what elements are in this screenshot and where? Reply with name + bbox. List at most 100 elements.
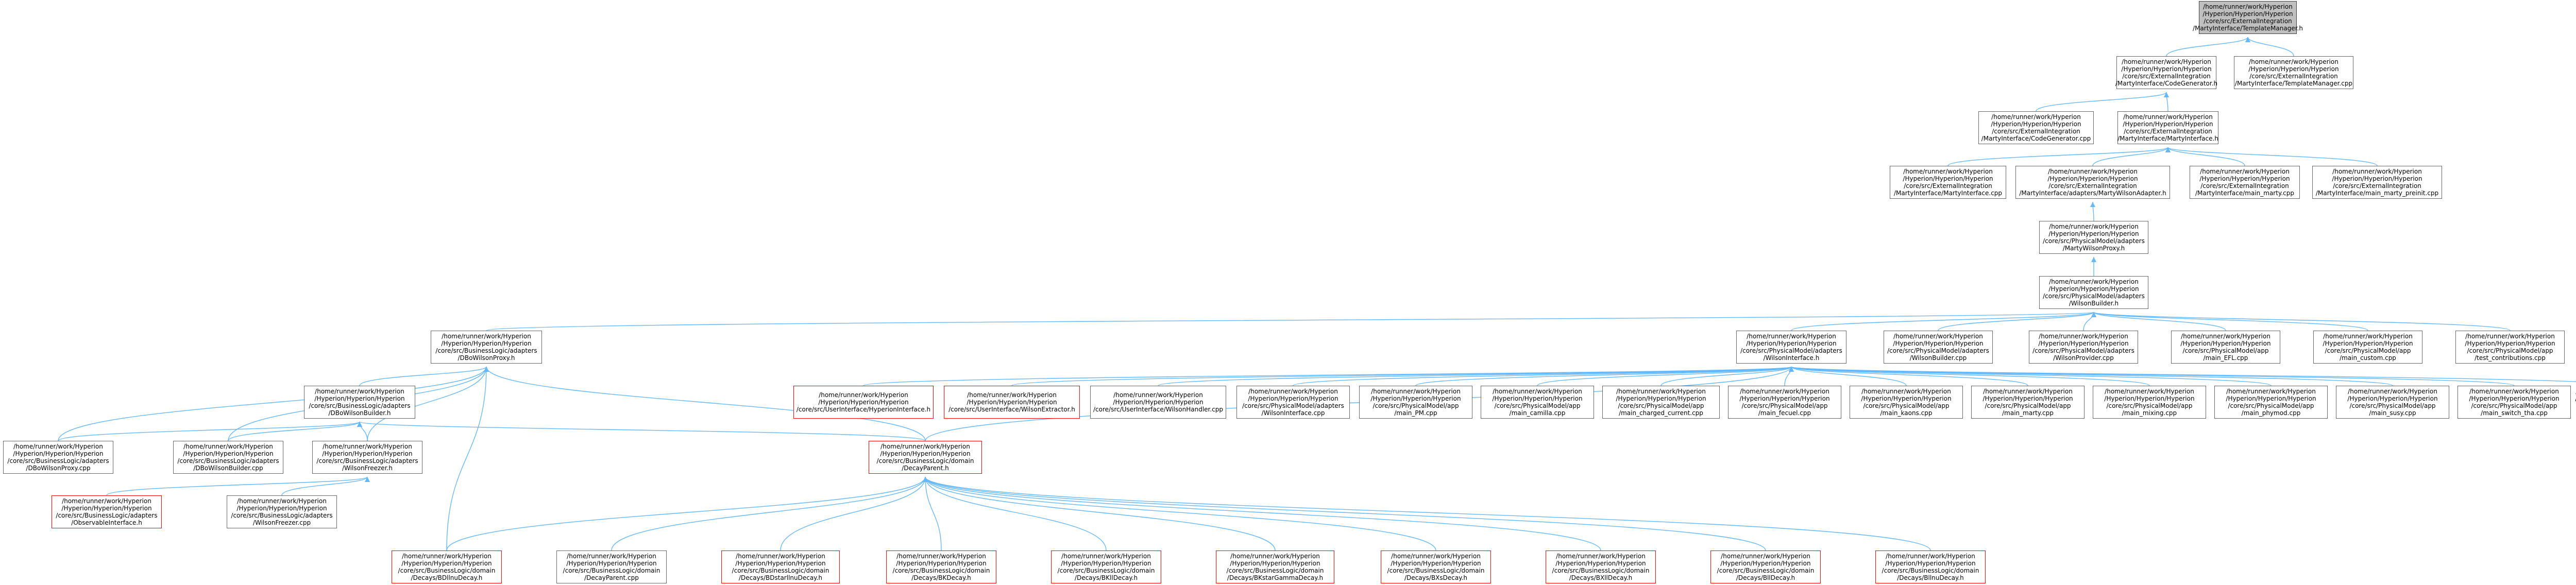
node-label-line: /home/runner/work/Hyperion <box>2203 3 2293 10</box>
node-label-line: /home/runner/work/Hyperion <box>2469 388 2559 395</box>
node-wilsonhandler-cpp[interactable]: /home/runner/work/Hyperion/Hyperion/Hype… <box>1090 386 1226 419</box>
node-bklldecay-h[interactable]: /home/runner/work/Hyperion/Hyperion/Hype… <box>1051 550 1161 583</box>
node-martyinterface-cpp[interactable]: /home/runner/work/Hyperion/Hyperion/Hype… <box>1890 166 2006 199</box>
node-main-charged-current-cpp[interactable]: /home/runner/work/Hyperion/Hyperion/Hype… <box>1602 386 1720 419</box>
node-label-line: /home/runner/work/Hyperion <box>62 497 151 505</box>
node-dbowilsonproxy-cpp[interactable]: /home/runner/work/Hyperion/Hyperion/Hype… <box>3 441 113 474</box>
node-bdllnudecay-h[interactable]: /home/runner/work/Hyperion/Hyperion/Hype… <box>392 550 502 583</box>
node-main-marty-interface-cpp[interactable]: /home/runner/work/Hyperion/Hyperion/Hype… <box>2190 166 2300 199</box>
node-main-switch-tha-cpp[interactable]: /home/runner/work/Hyperion/Hyperion/Hype… <box>2458 386 2571 419</box>
edge-n35-to-n12 <box>58 366 489 441</box>
node-dbowilsonbuilder-h[interactable]: /home/runner/work/Hyperion/Hyperion/Hype… <box>304 386 415 419</box>
node-label-line: /Hyperion/Hyperion/Hyperion <box>1230 560 1320 567</box>
edge-n41-to-n38 <box>446 476 928 551</box>
node-test-contributions-cpp[interactable]: /home/runner/work/Hyperion/Hyperion/Hype… <box>2455 331 2565 364</box>
node-codegenerator-h[interactable]: /home/runner/work/Hyperion/Hyperion/Hype… <box>2115 56 2217 89</box>
node-label-line: /Hyperion/Hyperion/Hyperion <box>2202 10 2293 18</box>
node-main-mixing-cpp[interactable]: /home/runner/work/Hyperion/Hyperion/Hype… <box>2093 386 2206 419</box>
node-label-line: /Hyperion/Hyperion/Hyperion <box>2332 175 2422 182</box>
node-label-line: /Hyperion/Hyperion/Hyperion <box>967 399 1057 406</box>
node-decayparent-cpp[interactable]: /home/runner/work/Hyperion/Hyperion/Hype… <box>556 550 667 583</box>
node-dbowilsonproxy-h[interactable]: /home/runner/work/Hyperion/Hyperion/Hype… <box>431 331 542 364</box>
node-main-custom-cpp[interactable]: /home/runner/work/Hyperion/Hyperion/Hype… <box>2313 331 2422 364</box>
node-label-line: /MartyInterface/main_marty.cpp <box>2195 190 2294 197</box>
edge-n42-to-n38 <box>611 476 928 551</box>
node-label-line: /Hyperion/Hyperion/Hyperion <box>1113 399 1204 406</box>
node-decayparent-h[interactable]: /home/runner/work/Hyperion/Hyperion/Hype… <box>869 441 982 474</box>
node-label-line: /core/src/BusinessLogic/domain <box>892 567 990 574</box>
node-label-line: /main_fecuel.cpp <box>1758 409 1811 417</box>
node-templatemanager-cpp[interactable]: /home/runner/work/Hyperion/Hyperion/Hype… <box>2234 56 2353 89</box>
node-label-line: /Hyperion/Hyperion/Hyperion <box>2323 340 2413 347</box>
node-label-line: /Hyperion/Hyperion/Hyperion <box>735 560 826 567</box>
node-bxlldecay-h[interactable]: /home/runner/work/Hyperion/Hyperion/Hype… <box>1546 550 1656 583</box>
node-label-line: /core/src/ExternalIntegration <box>2249 73 2338 80</box>
node-label-line: /core/src/PhysicalModel/adapters <box>1887 347 1989 354</box>
edge-n41-to-n12 <box>446 366 489 551</box>
node-bxsdecay-h[interactable]: /home/runner/work/Hyperion/Hyperion/Hype… <box>1381 550 1491 583</box>
node-bkstargammadecay-h[interactable]: /home/runner/work/Hyperion/Hyperion/Hype… <box>1216 550 1334 583</box>
node-label-line: /core/src/BusinessLogic/adapters <box>177 457 279 464</box>
node-label-line: /core/src/PhysicalModel/app <box>1741 402 1828 409</box>
node-label-line: /main_phymod.cpp <box>2241 409 2301 417</box>
node-label-line: /home/runner/work/Hyperion <box>2249 58 2338 65</box>
node-main-susy-cpp[interactable]: /home/runner/work/Hyperion/Hyperion/Hype… <box>2336 386 2449 419</box>
node-bkdecay-h[interactable]: /home/runner/work/Hyperion/Hyperion/Hype… <box>886 550 996 583</box>
node-label-line: /core/src/BusinessLogic/domain <box>1552 567 1650 574</box>
node-main-marty-cpp[interactable]: /home/runner/work/Hyperion/Hyperion/Hype… <box>1971 386 2084 419</box>
node-label-line: /Hyperion/Hyperion/Hyperion <box>2180 340 2271 347</box>
node-wilsonbuilder-h[interactable]: /home/runner/work/Hyperion/Hyperion/Hype… <box>2039 276 2148 309</box>
node-label-line: /core/src/BusinessLogic/adapters <box>231 512 333 519</box>
node-label-line: /home/runner/work/Hyperion <box>2049 223 2139 230</box>
node-label-line: /MartyInterface/main_marty_preinit.cpp <box>2315 190 2439 197</box>
node-martywilsonproxy-h[interactable]: /home/runner/work/Hyperion/Hyperion/Hype… <box>2039 221 2148 254</box>
node-wilsonfreezer-cpp[interactable]: /home/runner/work/Hyperion/Hyperion/Hype… <box>227 495 337 528</box>
node-label-line: /home/runner/work/Hyperion <box>967 391 1057 399</box>
node-label-line: /home/runner/work/Hyperion <box>2181 333 2270 340</box>
node-main-pm-cpp[interactable]: /home/runner/work/Hyperion/Hyperion/Hype… <box>1359 386 1472 419</box>
node-wilsonbuilder-cpp[interactable]: /home/runner/work/Hyperion/Hyperion/Hype… <box>1884 331 1993 364</box>
node-wilsonextractor-h[interactable]: /home/runner/work/Hyperion/Hyperion/Hype… <box>944 386 1080 419</box>
node-main-efl-cpp[interactable]: /home/runner/work/Hyperion/Hyperion/Hype… <box>2171 331 2280 364</box>
node-bllnudecay-h[interactable]: /home/runner/work/Hyperion/Hyperion/Hype… <box>1875 550 1986 583</box>
node-bdstarllnudecay-h[interactable]: /home/runner/work/Hyperion/Hyperion/Hype… <box>721 550 840 583</box>
node-hyperioninterface-h[interactable]: /home/runner/work/Hyperion/Hyperion/Hype… <box>793 386 934 419</box>
node-dbowilsonbuilder-cpp[interactable]: /home/runner/work/Hyperion/Hyperion/Hype… <box>173 441 283 474</box>
edge-n9-to-n5 <box>2165 147 2378 166</box>
node-label-line: /home/runner/work/Hyperion <box>2122 58 2211 65</box>
node-label-line: /Hyperion/Hyperion/Hyperion <box>2104 395 2195 402</box>
edge-n4-to-n2 <box>2036 92 2169 112</box>
node-label-line: /main_custom.cpp <box>2340 354 2396 362</box>
node-templatemanager-h[interactable]: /home/runner/work/Hyperion/Hyperion/Hype… <box>2193 1 2303 34</box>
edge-n43-to-n38 <box>780 476 928 551</box>
node-wilsoninterface-cpp[interactable]: /home/runner/work/Hyperion/Hyperion/Hype… <box>1236 386 1350 419</box>
edge-n13-to-n11 <box>1791 312 2096 331</box>
node-observableinterface-h[interactable]: /home/runner/work/Hyperion/Hyperion/Hype… <box>52 495 162 528</box>
node-wilsonfreezer-h[interactable]: /home/runner/work/Hyperion/Hyperion/Hype… <box>312 441 422 474</box>
node-label-line: /home/runner/work/Hyperion <box>237 497 327 505</box>
node-label-line: /home/runner/work/Hyperion <box>1113 391 1203 399</box>
node-label-line: /home/runner/work/Hyperion <box>442 333 531 340</box>
node-label-line: /Hyperion/Hyperion/Hyperion <box>1616 395 1706 402</box>
node-label-line: /home/runner/work/Hyperion <box>1747 333 1836 340</box>
node-label-line: /core/src/PhysicalModel/adapters <box>1740 347 1842 354</box>
node-label-line: /core/src/BusinessLogic/domain <box>563 567 660 574</box>
node-label-line: /core/src/PhysicalModel/adapters <box>2043 237 2145 245</box>
edge-n34-to-n13 <box>1789 366 2576 382</box>
node-codegenerator-cpp[interactable]: /home/runner/work/Hyperion/Hyperion/Hype… <box>1978 111 2094 144</box>
node-label-line: /core/src/ExternalIntegration <box>2122 73 2211 80</box>
node-main-marty-preinit-cpp[interactable]: /home/runner/work/Hyperion/Hyperion/Hype… <box>2312 166 2442 199</box>
node-main-kaons-cpp[interactable]: /home/runner/work/Hyperion/Hyperion/Hype… <box>1850 386 1963 419</box>
node-wilsonprovider-cpp[interactable]: /home/runner/work/Hyperion/Hyperion/Hype… <box>2029 331 2138 364</box>
node-label-line: /core/src/UserInterface/HyperionInterfac… <box>796 406 931 413</box>
node-martyinterface-h[interactable]: /home/runner/work/Hyperion/Hyperion/Hype… <box>2117 111 2218 144</box>
node-label-line: /Hyperion/Hyperion/Hyperion <box>2048 285 2139 292</box>
node-main-camilla-cpp[interactable]: /home/runner/work/Hyperion/Hyperion/Hype… <box>1481 386 1594 419</box>
node-wilsoninterface-h[interactable]: /home/runner/work/Hyperion/Hyperion/Hype… <box>1736 331 1846 364</box>
node-main-phymod-cpp[interactable]: /home/runner/work/Hyperion/Hyperion/Hype… <box>2214 386 2328 419</box>
node-main-fecuel-cpp[interactable]: /home/runner/work/Hyperion/Hyperion/Hype… <box>1728 386 1841 419</box>
node-blldecay-h[interactable]: /home/runner/work/Hyperion/Hyperion/Hype… <box>1710 550 1821 583</box>
edge-n25-to-n13 <box>1537 366 1794 386</box>
node-label-line: /home/runner/work/Hyperion <box>567 553 656 560</box>
node-martywilsonadapter-h[interactable]: /home/runner/work/Hyperion/Hyperion/Hype… <box>2015 166 2170 199</box>
